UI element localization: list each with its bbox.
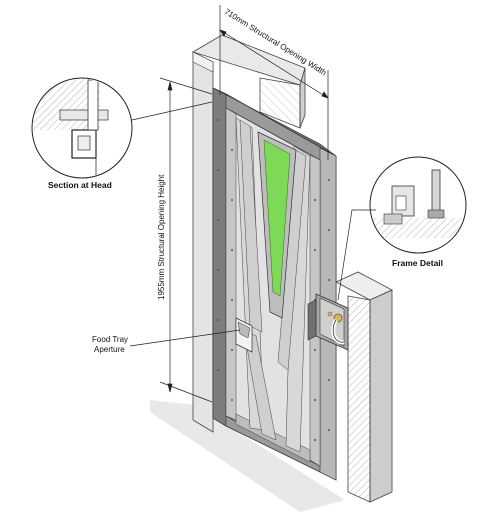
left-wall — [192, 51, 214, 433]
frame-detail-label: Frame Detail — [392, 258, 443, 268]
head-wall — [192, 34, 306, 129]
height-dimension-label: 1955mm Structural Opening Height — [157, 174, 166, 300]
food-tray-aperture — [235, 317, 253, 353]
width-dimension — [219, 5, 329, 160]
frame-detail-leader — [337, 209, 376, 301]
section-head-leader — [131, 101, 213, 121]
right-wall — [335, 271, 393, 503]
food-tray-label-line1: Food Tray — [92, 335, 128, 344]
frame-detail — [369, 156, 467, 254]
vision-panel-glazing — [263, 139, 291, 297]
section-at-head-detail — [31, 77, 133, 179]
door-leaf — [217, 107, 330, 467]
food-tray-leader — [129, 329, 241, 347]
floor-plane — [150, 400, 345, 512]
food-tray-label-line2: Aperture — [94, 345, 125, 354]
lock-box — [307, 293, 349, 351]
section-at-head-label: Section at Head — [48, 180, 112, 190]
